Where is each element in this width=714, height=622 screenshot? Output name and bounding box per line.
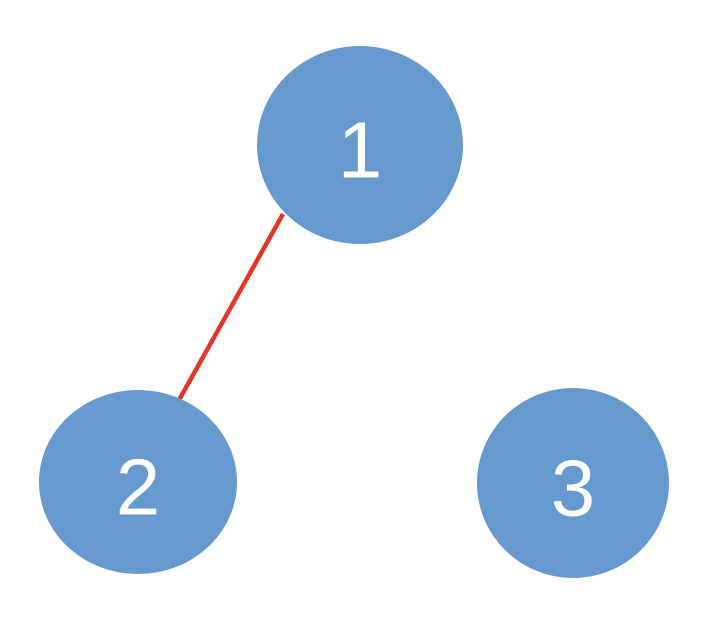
node-1-circle[interactable]	[257, 46, 463, 244]
node-2-circle[interactable]	[39, 390, 237, 574]
node-2-label: 2	[116, 442, 161, 531]
node-2[interactable]: 2	[39, 390, 237, 574]
node-1-label: 1	[338, 105, 383, 194]
node-3[interactable]: 3	[477, 388, 669, 578]
node-1[interactable]: 1	[257, 46, 463, 244]
node-3-circle[interactable]	[477, 388, 669, 578]
node-3-label: 3	[551, 443, 596, 532]
edge-node1-node2[interactable]	[177, 212, 285, 402]
